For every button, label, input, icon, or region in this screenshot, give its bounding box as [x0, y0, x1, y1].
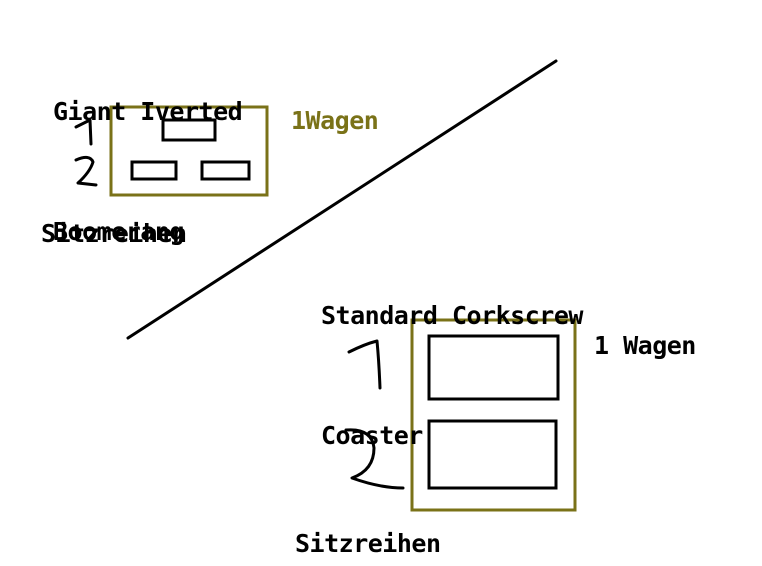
- right-coaster-title-line2: Coaster: [321, 421, 423, 450]
- right-rows-label: Sitzreihen: [295, 529, 441, 558]
- divider-line: [126, 59, 558, 340]
- left-seat-row1: [161, 118, 217, 142]
- left-wagon-frame: [109, 105, 269, 197]
- left-wagon-label: 1Wagen: [291, 106, 379, 135]
- right-row-numbers: [344, 339, 405, 490]
- left-row-number-1: [74, 118, 93, 146]
- right-seat-row2: [427, 419, 558, 490]
- right-wagon-frame: [410, 318, 577, 512]
- left-coaster-title-line1: Giant Iverted: [53, 97, 243, 126]
- right-row-number-1: [347, 339, 382, 390]
- right-row-number-2: [344, 428, 405, 490]
- right-wagon-diagram: [410, 318, 577, 512]
- left-coaster-title-line2: Boomerang: [53, 217, 184, 246]
- right-coaster-title-line1: Standard Corkscrew: [321, 301, 583, 330]
- right-wagon-label: 1 Wagen: [594, 331, 696, 360]
- left-wagon-diagram: [109, 105, 269, 197]
- left-row-number-2: [74, 155, 98, 187]
- right-coaster-title: Standard Corkscrew Coaster: [321, 216, 583, 496]
- left-seat-row2-right: [200, 160, 251, 181]
- left-row-numbers: [74, 118, 98, 187]
- left-seat-row2-left: [130, 160, 178, 181]
- right-seat-row1: [427, 334, 560, 401]
- left-coaster-title: Giant Iverted Boomerang: [53, 12, 243, 292]
- left-rows-label: Sitzreihen: [41, 219, 187, 248]
